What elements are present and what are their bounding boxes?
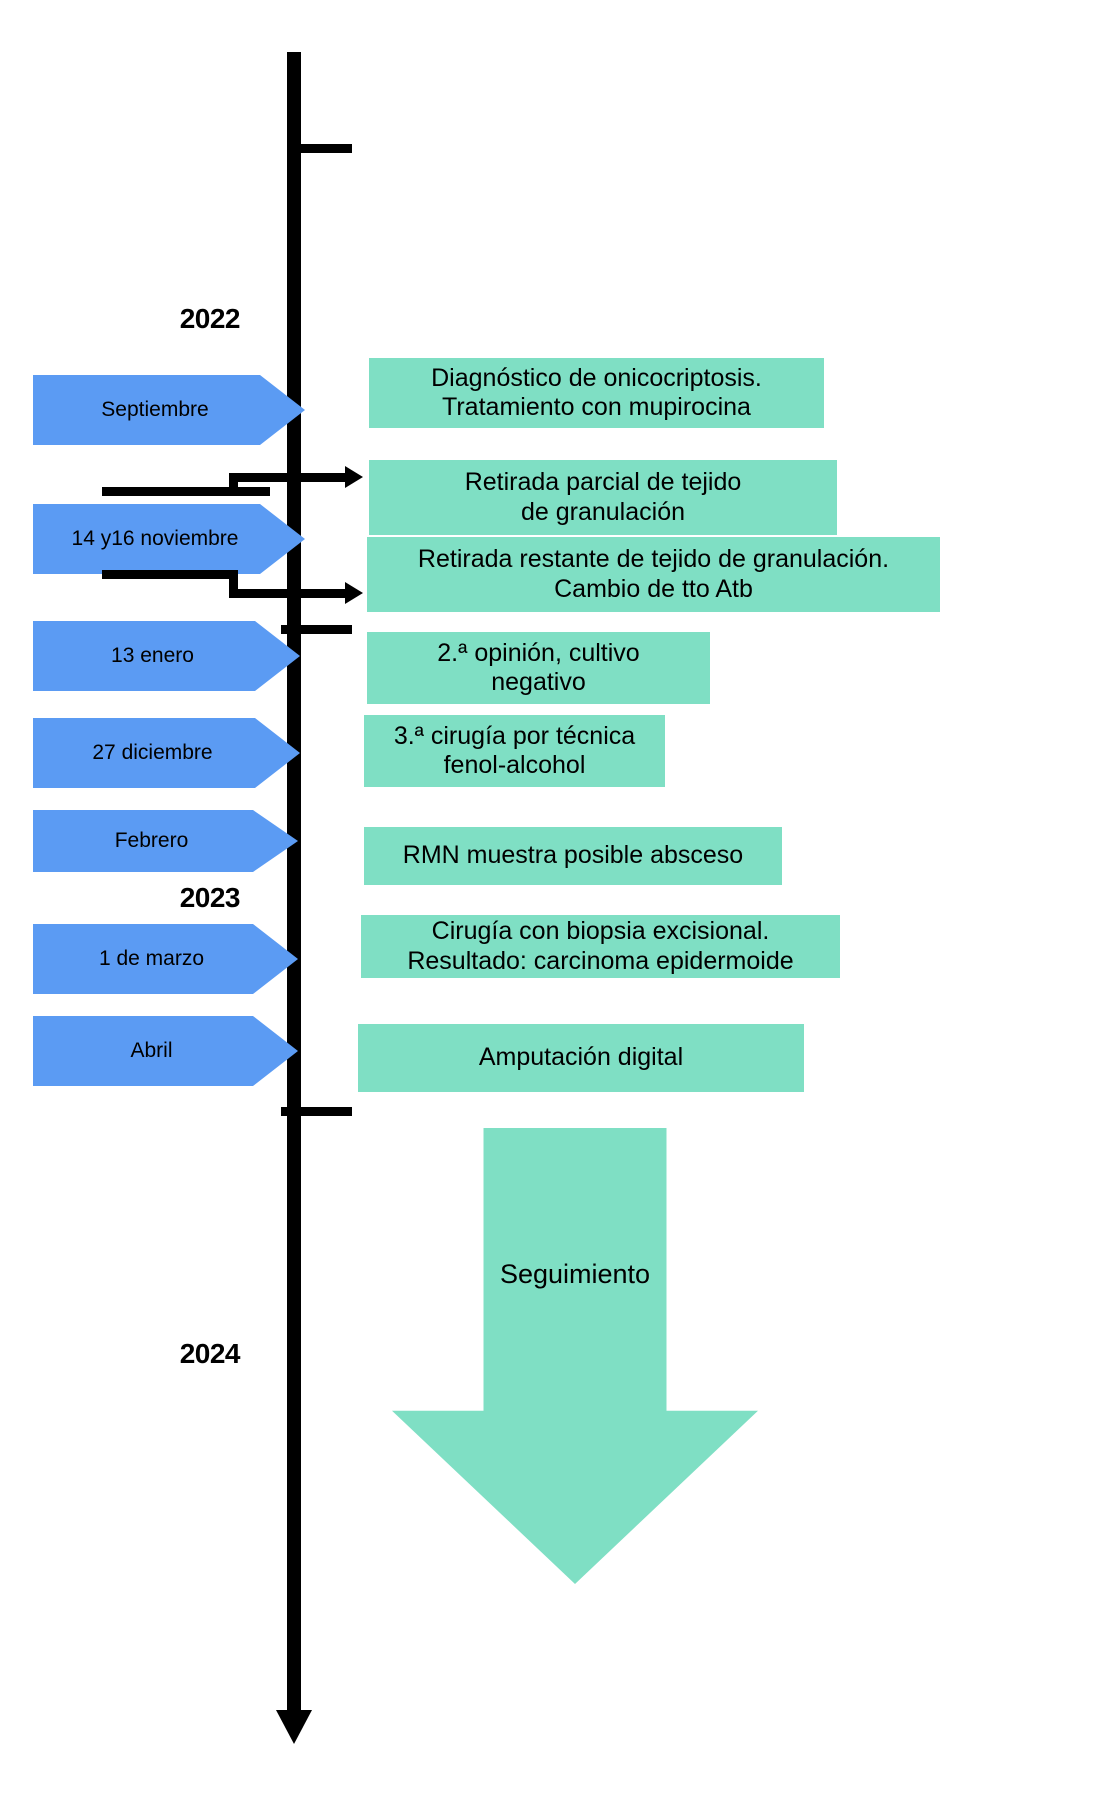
event-box-tercera-cirugia[interactable]: 3.ª cirugía por técnica fenol-alcohol bbox=[364, 715, 665, 787]
event-box-text: Diagnóstico de onicocriptosis. Tratamien… bbox=[431, 363, 762, 422]
date-chevron-label: 1 de marzo bbox=[98, 947, 205, 970]
date-chevron-label: Abril bbox=[130, 1039, 173, 1062]
date-chevron-13-enero[interactable]: 13 enero bbox=[33, 621, 300, 691]
date-chevron-noviembre[interactable]: 14 y16 noviembre bbox=[33, 504, 305, 574]
date-chevron-27-diciembre[interactable]: 27 diciembre bbox=[33, 718, 300, 788]
axis-tick-13-enero bbox=[281, 625, 352, 634]
followup-label: Seguimiento bbox=[499, 1259, 651, 1289]
connector-noviembre-upper-horizontal-2 bbox=[229, 473, 347, 482]
followup-arrow[interactable] bbox=[392, 1128, 758, 1584]
date-chevron-label: Septiembre bbox=[101, 398, 209, 421]
connector-noviembre-lower-vertical bbox=[229, 570, 238, 598]
date-chevron-label: 13 enero bbox=[111, 644, 194, 667]
connector-noviembre-lower-horizontal-2 bbox=[229, 589, 347, 598]
event-box-text: Retirada parcial de tejido de granulació… bbox=[464, 468, 742, 526]
date-chevron-abril[interactable]: Abril bbox=[33, 1016, 298, 1086]
event-box-cirugia-biopsia[interactable]: Cirugía con biopsia excisional. Resultad… bbox=[361, 915, 840, 978]
connector-noviembre-upper-vertical bbox=[229, 473, 238, 495]
event-box-amputacion[interactable]: Amputación digital bbox=[358, 1024, 804, 1092]
connector-noviembre-lower-arrowhead bbox=[345, 582, 363, 604]
date-chevron-label: 27 diciembre bbox=[92, 741, 213, 764]
connector-noviembre-lower-horizontal bbox=[102, 570, 238, 579]
event-box-text: 3.ª cirugía por técnica fenol-alcohol bbox=[393, 721, 636, 780]
axis-tick-bottom bbox=[281, 1107, 352, 1116]
event-box-text: RMN muestra posible absceso bbox=[402, 841, 744, 870]
year-label-2024: 2024 bbox=[179, 1338, 241, 1369]
connector-noviembre-upper-horizontal bbox=[102, 487, 270, 496]
event-box-segunda-opinion[interactable]: 2.ª opinión, cultivo negativo bbox=[367, 632, 710, 704]
event-box-text: Amputación digital bbox=[478, 1043, 684, 1072]
event-box-text: Cirugía con biopsia excisional. Resultad… bbox=[407, 917, 794, 975]
connector-noviembre-upper-arrowhead bbox=[345, 466, 363, 488]
timeline-axis-arrowhead bbox=[276, 1710, 312, 1744]
timeline-axis bbox=[287, 52, 301, 1722]
event-box-rmn[interactable]: RMN muestra posible absceso bbox=[364, 827, 782, 885]
year-label-2022: 2022 bbox=[179, 303, 241, 334]
date-chevron-label: Febrero bbox=[114, 829, 189, 852]
event-box-text: 2.ª opinión, cultivo negativo bbox=[437, 638, 640, 697]
event-box-retirada-restante[interactable]: Retirada restante de tejido de granulaci… bbox=[367, 537, 940, 612]
date-chevron-label: 14 y16 noviembre bbox=[71, 527, 239, 550]
year-label-2023: 2023 bbox=[179, 882, 241, 913]
event-box-retirada-parcial[interactable]: Retirada parcial de tejido de granulació… bbox=[369, 460, 837, 535]
date-chevron-febrero[interactable]: Febrero bbox=[33, 810, 298, 872]
date-chevron-septiembre[interactable]: Septiembre bbox=[33, 375, 305, 445]
event-box-diagnostico[interactable]: Diagnóstico de onicocriptosis. Tratamien… bbox=[369, 358, 824, 428]
event-box-text: Retirada restante de tejido de granulaci… bbox=[417, 545, 890, 603]
date-chevron-1-marzo[interactable]: 1 de marzo bbox=[33, 924, 298, 994]
axis-tick-top bbox=[287, 144, 352, 153]
